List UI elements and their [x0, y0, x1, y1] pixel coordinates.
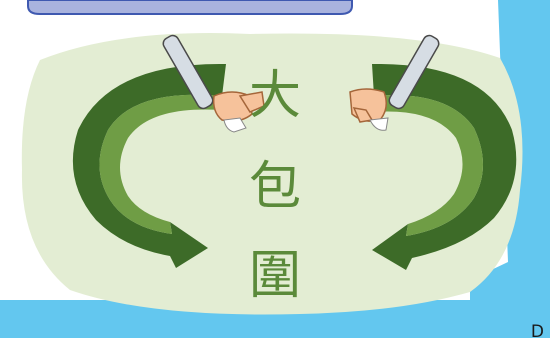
hand-holding-baton-left-icon: [162, 34, 265, 133]
top-banner: [27, 0, 353, 15]
hand-holding-baton-right-icon: [349, 34, 440, 131]
title-char-1: 大: [248, 66, 301, 126]
corner-text: D: [530, 322, 544, 338]
title-char-2: 包: [248, 157, 301, 217]
curved-arrow-right-icon: [372, 63, 517, 270]
curved-arrow-left-icon: [72, 63, 226, 268]
title-char-3: 圍: [248, 246, 301, 306]
